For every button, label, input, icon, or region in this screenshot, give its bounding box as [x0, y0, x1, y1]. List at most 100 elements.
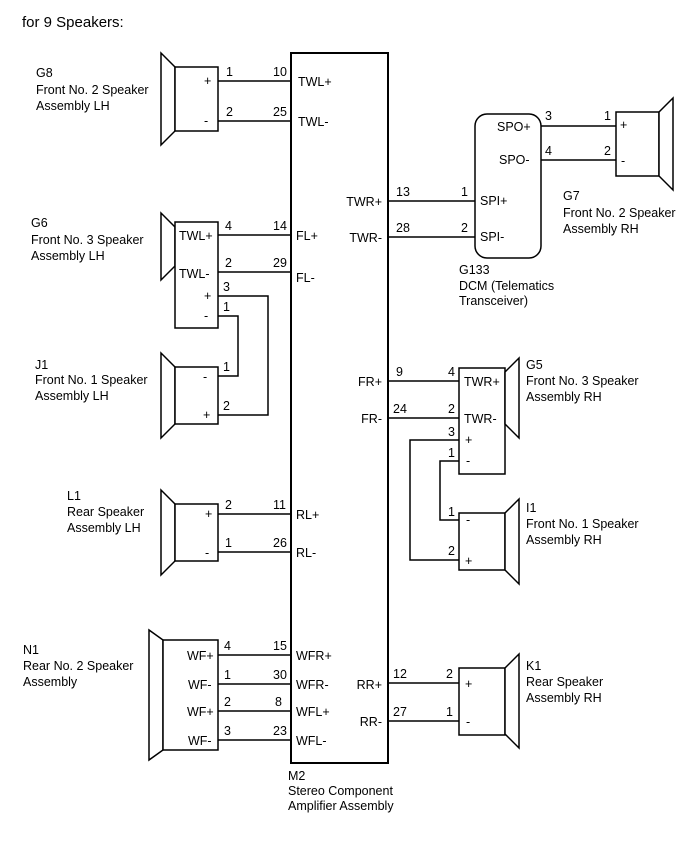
- terminal-plus: +: [620, 118, 627, 132]
- amp-pin-fr-neg: FR-: [361, 412, 382, 426]
- amp-pin-rr-neg: RR-: [360, 715, 382, 729]
- speaker-g6: TWL+ TWL- + - G6 Front No. 3 Speaker Ass…: [31, 211, 219, 329]
- amp-pin-wfl-neg: WFL-: [296, 734, 327, 748]
- dcm-box: [474, 113, 542, 259]
- diagram-title: for 9 Speakers:: [22, 14, 124, 31]
- dcm-pin-spi-pos: SPI+: [480, 194, 507, 208]
- speaker-terminal-box: [458, 367, 506, 475]
- terminal-wf-pos: WF+: [187, 649, 214, 663]
- speaker-name-line2: Assembly LH: [36, 99, 110, 113]
- pin-number: 1: [226, 65, 233, 79]
- speaker-code: G7: [563, 189, 580, 203]
- terminal-plus: +: [205, 507, 212, 521]
- terminal-twr-pos: TWR+: [464, 375, 500, 389]
- amp-pin-wfr-neg: WFR-: [296, 678, 329, 692]
- amplifier-label: M2 Stereo Component Amplifier Assembly: [288, 769, 394, 813]
- speaker-cone-icon: [160, 51, 176, 147]
- pin-number: 2: [448, 402, 455, 416]
- terminal-twl-neg: TWL-: [179, 267, 210, 281]
- speaker-terminal-box: [174, 221, 219, 329]
- terminal-twl-pos: TWL+: [179, 229, 213, 243]
- amp-pin-wfr-pos: WFR+: [296, 649, 332, 663]
- terminal-wf-neg: WF-: [188, 734, 212, 748]
- speaker-code: N1: [23, 643, 39, 657]
- pin-number: 1: [446, 705, 453, 719]
- pin-number: 2: [448, 544, 455, 558]
- pin-number: 3: [545, 109, 552, 123]
- pin-number: 12: [393, 667, 407, 681]
- pin-number: 9: [396, 365, 403, 379]
- amp-pin-twl-neg: TWL-: [298, 115, 329, 129]
- speaker-terminal-box: [174, 503, 219, 562]
- pin-number: 2: [446, 667, 453, 681]
- pin-number: 25: [273, 105, 287, 119]
- terminal-minus: -: [466, 513, 470, 527]
- pin-number: 24: [393, 402, 407, 416]
- pin-number: 2: [224, 695, 231, 709]
- speaker-name-line1: Front No. 1 Speaker: [526, 517, 639, 531]
- speaker-name-line1: Front No. 3 Speaker: [526, 374, 639, 388]
- pin-number: 3: [224, 724, 231, 738]
- speaker-code: L1: [67, 489, 81, 503]
- dcm-name-line2: Transceiver): [459, 294, 528, 308]
- terminal-minus: -: [204, 309, 208, 323]
- speaker-name-line2: Assembly RH: [526, 691, 602, 705]
- pin-number: 4: [225, 219, 232, 233]
- speaker-code: K1: [526, 659, 541, 673]
- speaker-name-line1: Rear Speaker: [67, 505, 144, 519]
- speaker-terminal-box: [174, 66, 219, 132]
- pin-number: 2: [604, 144, 611, 158]
- terminal-minus: -: [203, 370, 207, 384]
- pin-number: 3: [223, 280, 230, 294]
- pin-number: 4: [224, 639, 231, 653]
- speaker-name-line1: Front No. 2 Speaker: [36, 83, 149, 97]
- pin-number: 13: [396, 185, 410, 199]
- speaker-name-line2: Assembly RH: [526, 390, 602, 404]
- terminal-wf-neg: WF-: [188, 678, 212, 692]
- pin-number: 1: [448, 505, 455, 519]
- pin-number: 27: [393, 705, 407, 719]
- speaker-name-line1: Rear No. 2 Speaker: [23, 659, 133, 673]
- speaker-terminal-box: [458, 667, 506, 736]
- wires: [218, 80, 616, 741]
- pin-number: 1: [225, 536, 232, 550]
- amp-pin-rr-pos: RR+: [357, 678, 382, 692]
- pin-number: 28: [396, 221, 410, 235]
- pin-number: 1: [604, 109, 611, 123]
- terminal-wf-pos: WF+: [187, 705, 214, 719]
- pin-numbers: 1 10 2 25 4 14 2 29 3 1 1 2 2 11 1 26 4 …: [223, 65, 611, 738]
- pin-number: 4: [448, 365, 455, 379]
- speaker-g8: + - G8 Front No. 2 Speaker Assembly LH: [36, 51, 219, 147]
- speaker-l1: + - L1 Rear Speaker Assembly LH: [67, 488, 219, 577]
- pin-number: 1: [448, 446, 455, 460]
- speaker-k1: + - K1 Rear Speaker Assembly RH: [458, 652, 603, 750]
- speaker-j1: - + J1 Front No. 1 Speaker Assembly LH: [35, 351, 219, 440]
- pin-number: 2: [461, 221, 468, 235]
- speaker-name-line2: Assembly LH: [67, 521, 141, 535]
- speaker-cone-icon: [148, 628, 164, 762]
- speaker-name-line2: Assembly LH: [35, 389, 109, 403]
- speaker-g7: + - G7 Front No. 2 Speaker Assembly RH: [563, 96, 676, 236]
- dcm-pin-spo-pos: SPO+: [497, 120, 531, 134]
- pin-number: 10: [273, 65, 287, 79]
- pin-number: 1: [224, 668, 231, 682]
- pin-number: 2: [225, 256, 232, 270]
- amplifier-box: [290, 52, 389, 764]
- terminal-plus: +: [204, 74, 211, 88]
- speaker-cone-icon: [160, 211, 176, 282]
- speaker-n1: WF+ WF- WF+ WF- N1 Rear No. 2 Speaker As…: [23, 628, 219, 762]
- pin-number: 2: [226, 105, 233, 119]
- pin-number: 1: [223, 300, 230, 314]
- pin-number: 4: [545, 144, 552, 158]
- pin-number: 23: [273, 724, 287, 738]
- terminal-minus: -: [466, 454, 470, 468]
- dcm-g133: SPO+ SPO- SPI+ SPI- G133 DCM (Telematics…: [459, 113, 554, 308]
- pin-number: 29: [273, 256, 287, 270]
- terminal-minus: -: [466, 715, 470, 729]
- amplifier-name-line2: Amplifier Assembly: [288, 799, 394, 813]
- amp-pin-rl-pos: RL+: [296, 508, 319, 522]
- speaker-g5: TWR+ TWR- + - G5 Front No. 3 Speaker Ass…: [458, 356, 639, 475]
- speaker-name-line1: Front No. 1 Speaker: [35, 373, 148, 387]
- amp-pin-twr-pos: TWR+: [346, 195, 382, 209]
- amp-pin-wfl-pos: WFL+: [296, 705, 330, 719]
